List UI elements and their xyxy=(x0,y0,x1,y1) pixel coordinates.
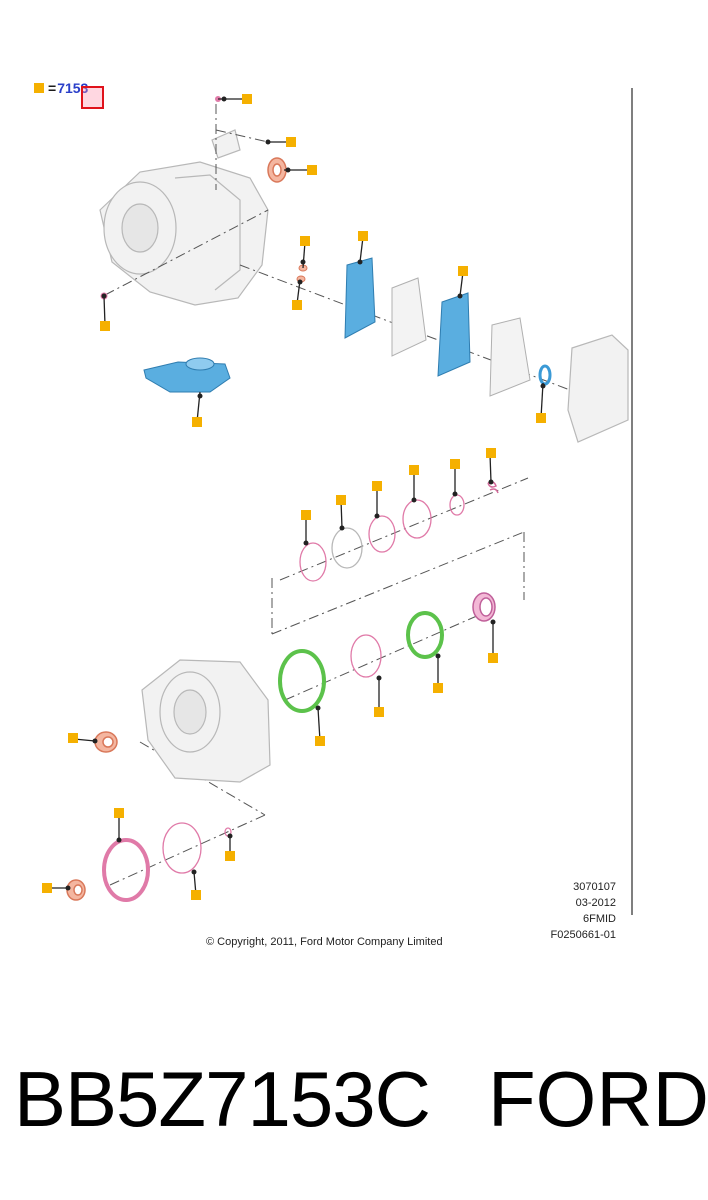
brand-name: FORD xyxy=(488,1055,708,1143)
legend-square-icon xyxy=(34,83,44,93)
oil-seal-top xyxy=(267,157,287,183)
part-number: BB5Z7153C xyxy=(14,1055,431,1143)
callout-squares xyxy=(42,94,546,900)
highlight-box xyxy=(81,86,104,109)
converter-housing xyxy=(141,659,271,783)
legend: = 7153 xyxy=(34,80,104,109)
footer: BB5Z7153C FORD xyxy=(0,1050,708,1160)
drawing-code: 3070107 xyxy=(573,881,616,893)
diagram-artwork xyxy=(42,88,633,915)
copyright-text: © Copyright, 2011, Ford Motor Company Li… xyxy=(206,936,443,948)
legend-equals: = xyxy=(48,80,57,96)
drawing-model: 6FMID xyxy=(583,913,616,925)
valve-body-gasket-1 xyxy=(344,257,376,339)
oil-filter xyxy=(143,357,231,393)
drawing-date: 03-2012 xyxy=(575,897,616,909)
drawing-ref: F0250661-01 xyxy=(550,929,616,941)
valve-body-gasket-2 xyxy=(437,292,471,377)
exploded-parts-diagram: = 7153 3070107 03-2012 6FMID F0250661-01… xyxy=(34,80,633,948)
legend-part-code: 7153 xyxy=(57,80,89,96)
transmission-case xyxy=(99,129,269,306)
drawing-info: 3070107 03-2012 6FMID F0250661-01 xyxy=(551,879,616,943)
